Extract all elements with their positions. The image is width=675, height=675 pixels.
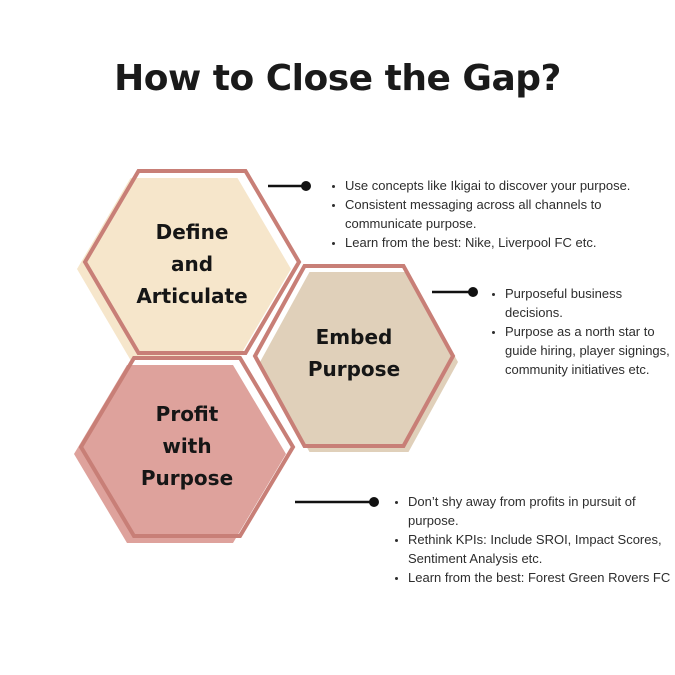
- page-title: How to Close the Gap?: [114, 58, 561, 99]
- bullet-item: Learn from the best: Nike, Liverpool FC …: [345, 233, 675, 252]
- bullet-item: Purposeful business decisions.: [505, 284, 673, 322]
- connector-3: [295, 497, 379, 507]
- hexagon-profit-purpose-fill: [74, 365, 286, 543]
- bullet-item: Learn from the best: Forest Green Rovers…: [408, 568, 674, 587]
- connector-1: [268, 181, 311, 191]
- connector-dot-3: [369, 497, 379, 507]
- bullet-list-define-articulate: Use concepts like Ikigai to discover you…: [331, 176, 675, 252]
- bullet-item: Rethink KPIs: Include SROI, Impact Score…: [408, 530, 674, 568]
- hexagon-define-articulate-fill: [77, 178, 291, 360]
- bullet-item: Consistent messaging across all channels…: [345, 195, 675, 233]
- bullet-item: Use concepts like Ikigai to discover you…: [345, 176, 675, 195]
- bullet-item: Don’t shy away from profits in pursuit o…: [408, 492, 674, 530]
- connector-2: [432, 287, 478, 297]
- hexagon-profit-purpose-outline: [78, 356, 296, 538]
- connector-dot-2: [468, 287, 478, 297]
- hexagon-define-articulate-outline: [82, 169, 302, 355]
- bullet-list-profit-purpose: Don’t shy away from profits in pursuit o…: [394, 492, 674, 587]
- bullet-list-embed-purpose: Purposeful business decisions. Purpose a…: [491, 284, 673, 379]
- bullet-item: Purpose as a north star to guide hiring,…: [505, 322, 673, 379]
- hexagon-embed-purpose-outline: [252, 264, 456, 448]
- connector-dot-1: [301, 181, 311, 191]
- hexagon-embed-purpose-fill: [260, 272, 458, 452]
